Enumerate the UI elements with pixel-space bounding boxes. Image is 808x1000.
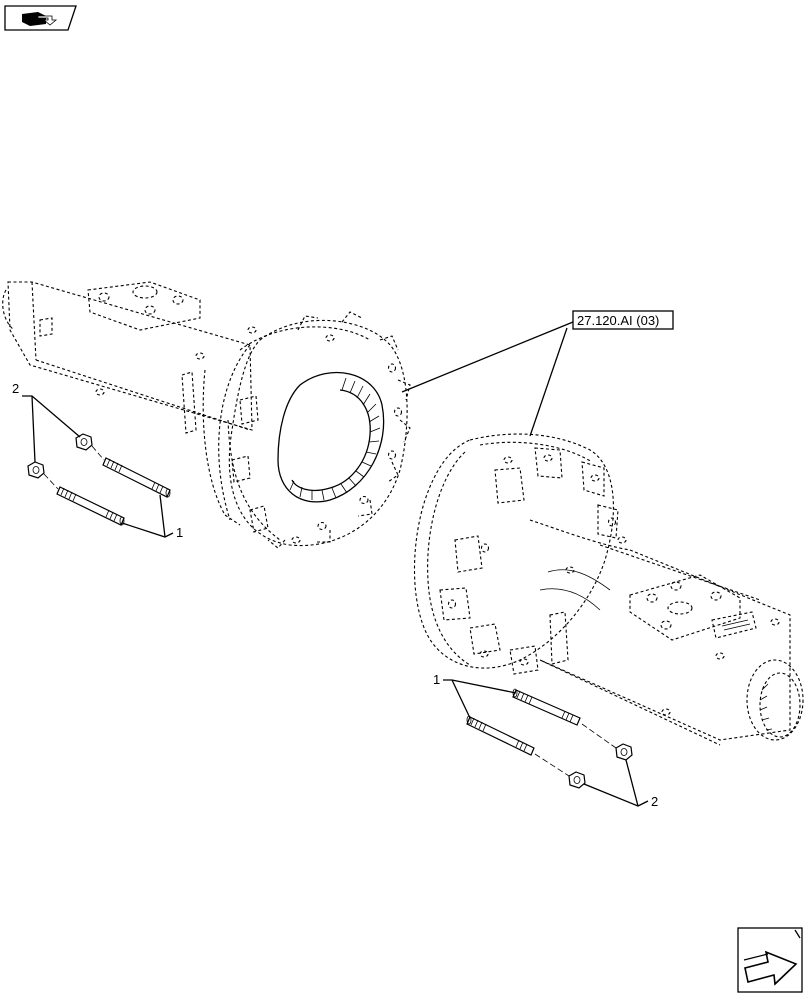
bottom-nav-box[interactable] xyxy=(737,927,803,993)
top-nav-badge[interactable] xyxy=(4,5,77,31)
right-nut-upper xyxy=(615,743,633,761)
left-fasteners xyxy=(27,433,171,526)
reference-leaders xyxy=(401,321,574,437)
callout-2-left: 2 xyxy=(12,381,19,396)
right-callout-stud: 1 xyxy=(433,672,517,719)
left-flange-ring xyxy=(227,311,411,549)
reference-label-box[interactable]: 27.120.AI (03) xyxy=(572,310,674,330)
left-callout-nut: 2 xyxy=(12,381,81,463)
right-stud-lower xyxy=(466,715,535,756)
callout-1-right: 1 xyxy=(433,672,440,687)
callout-1-left: 1 xyxy=(176,525,183,540)
left-nut-lower xyxy=(27,461,45,479)
left-axle-housing xyxy=(2,281,257,526)
right-nut-lower xyxy=(568,771,586,789)
reference-label: 27.120.AI (03) xyxy=(577,313,659,328)
ring-gear xyxy=(277,371,385,503)
left-stud-lower xyxy=(56,486,125,526)
callout-2-right: 2 xyxy=(651,794,658,809)
right-stud-upper xyxy=(512,688,581,726)
right-fasteners xyxy=(466,688,633,789)
left-callout-stud: 1 xyxy=(121,494,183,540)
left-stud-upper xyxy=(102,457,171,498)
open-book-pointer-icon xyxy=(22,12,58,26)
left-nut-upper xyxy=(75,433,93,451)
right-callout-nut: 2 xyxy=(583,759,658,809)
right-axle-housing xyxy=(413,433,804,746)
next-page-arrow-icon xyxy=(743,929,801,986)
